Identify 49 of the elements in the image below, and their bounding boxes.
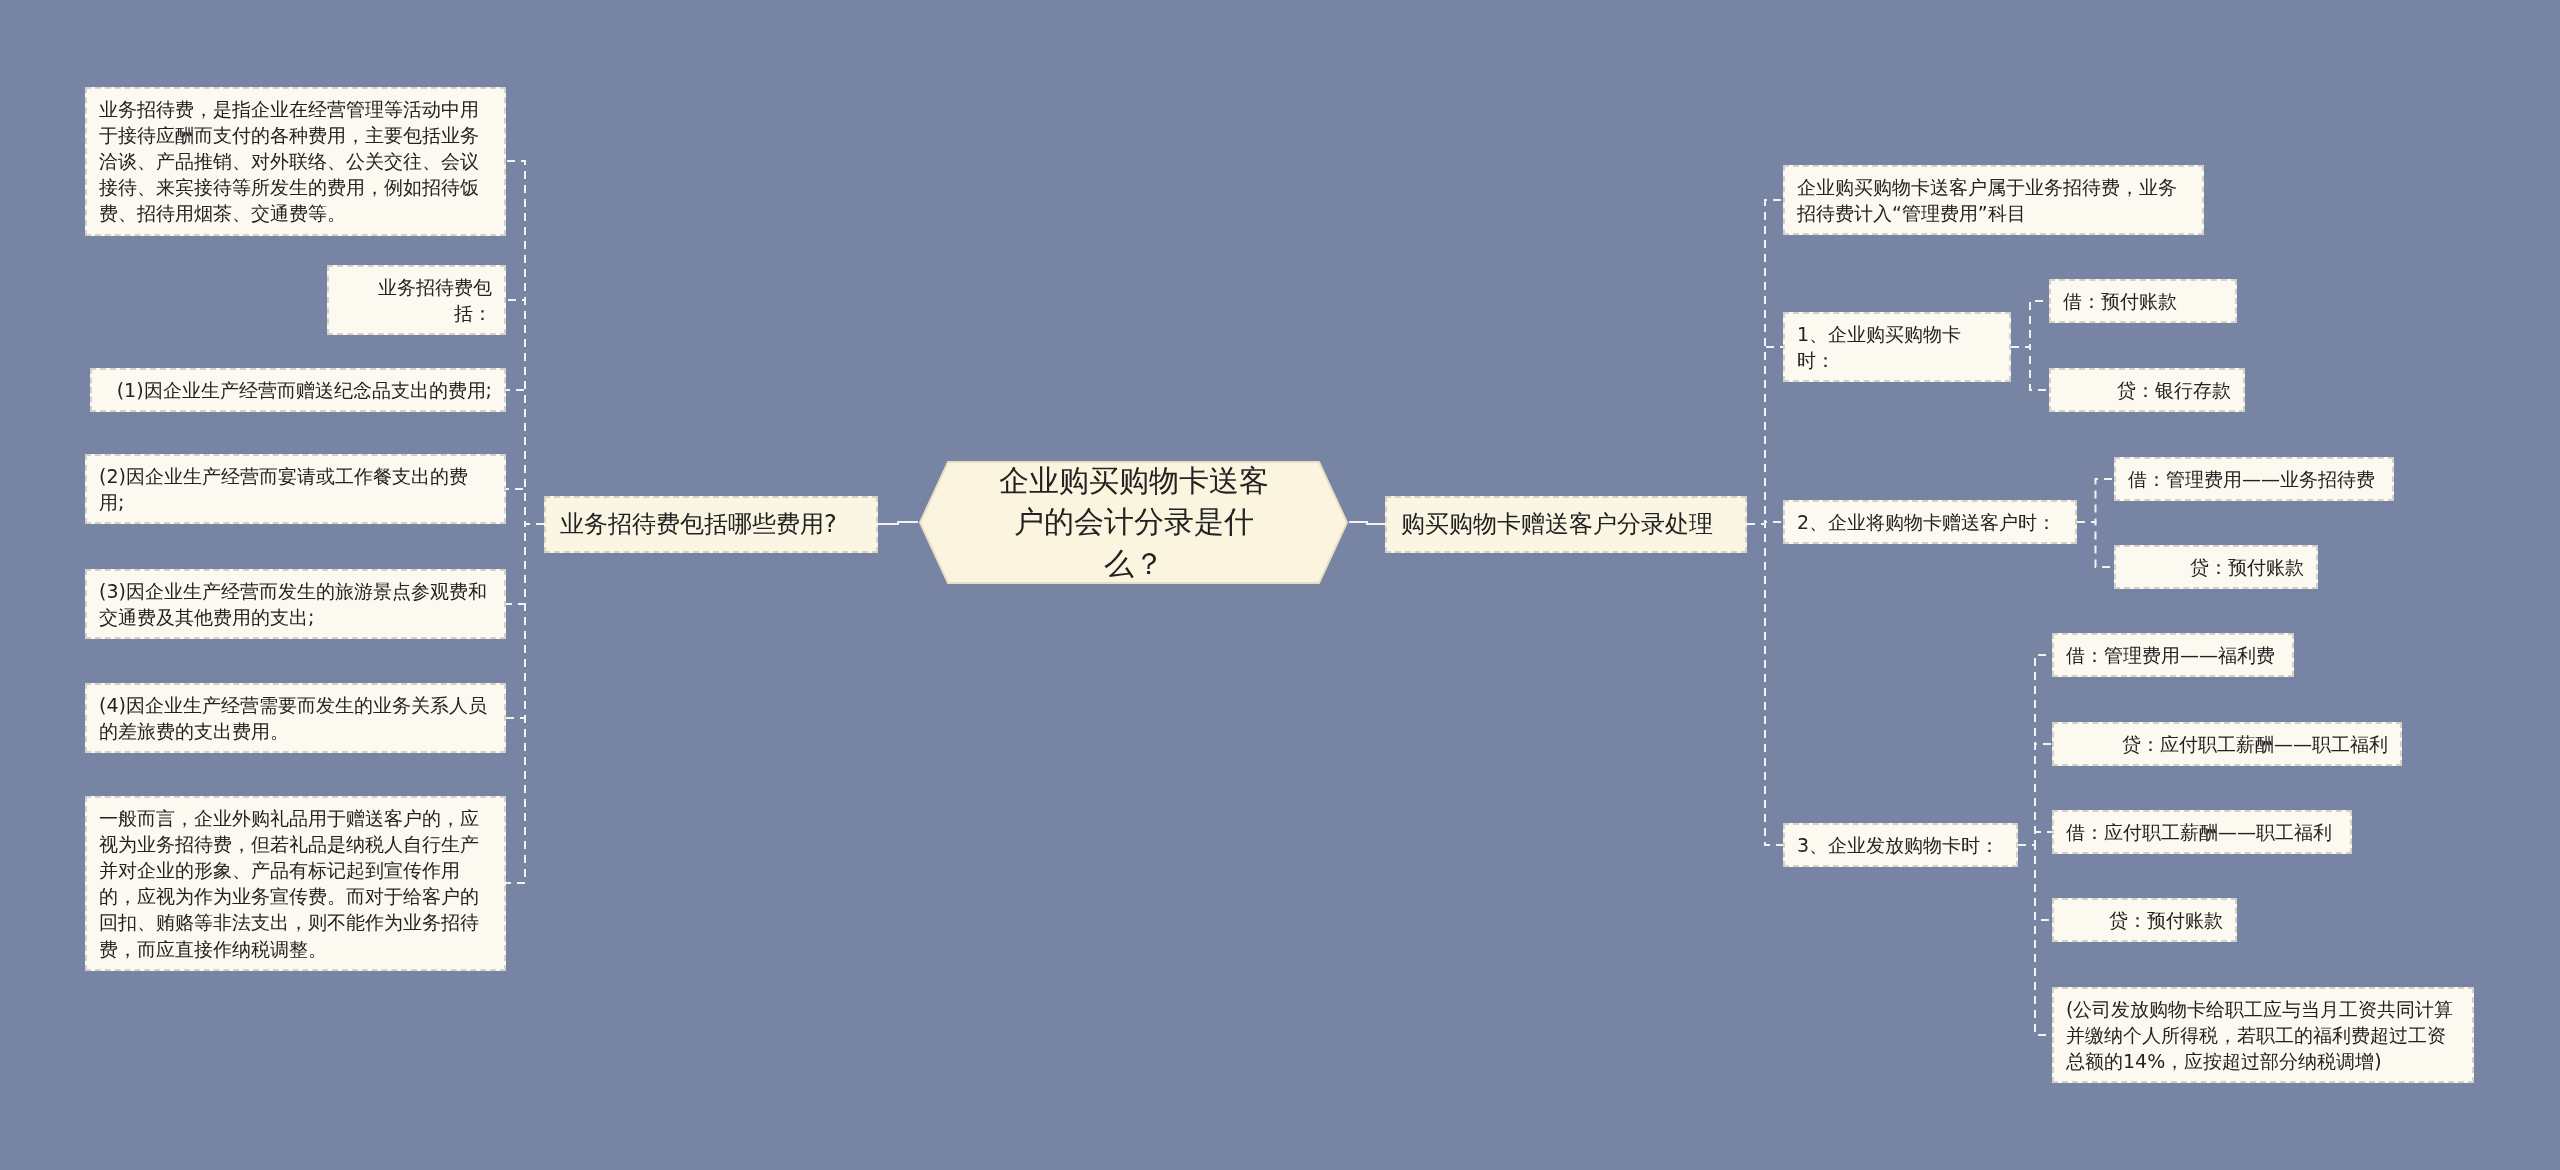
connector-line — [877, 521, 919, 525]
note-box — [1783, 312, 2011, 383]
note-box — [2114, 545, 2318, 590]
note-box — [2052, 986, 2474, 1084]
node-text: 贷：预付账款 — [2189, 555, 2304, 580]
node-text: 业务招待费，是指企业在经营管理等活动中用于接待应酬而支付的各种费用，主要包括业务洽谈、产品推销、对外联络、公关交往、会议接待、来宾接待等所发生的费用，例如招待饭费、招待用烟茶、交通费等。 — [99, 96, 480, 227]
note-box — [85, 795, 506, 971]
note-box — [2114, 457, 2394, 502]
node-text: 借：管理费用——福利费 — [2066, 643, 2276, 668]
note-box — [85, 454, 506, 525]
node-text: (1)因企业生产经营而赠送纪念品支出的费用; — [115, 378, 492, 403]
note-box — [2052, 898, 2237, 943]
note-box — [85, 569, 506, 640]
node-text: 借：应付职工薪酬——职工福利 — [2066, 820, 2333, 845]
note-box — [2052, 633, 2294, 678]
connector-line — [1348, 521, 1386, 525]
node-text: 借：管理费用——业务招待费 — [2128, 467, 2376, 492]
node-text: 2、企业将购物卡赠送客户时： — [1797, 510, 2058, 535]
note-box — [1783, 500, 2077, 545]
note-box — [2052, 722, 2402, 767]
node-text: 一般而言，企业外购礼品用于赠送客户的，应视为业务招待费，但若礼品是纳税人自行生产并对企业的形象、产品有标记起到宣传作用的，应视为作为业务宣传费。而对于给客户的回扣、贿赂等非法支出，则不能作为业务招待费，而应直接作纳税调整。 — [99, 805, 480, 962]
note-box — [2049, 279, 2237, 324]
note-box — [1783, 165, 2204, 236]
topic-box — [544, 495, 878, 553]
node-text: 业务招待费包括： — [377, 275, 492, 327]
node-text: 业务招待费包括哪些费用? — [560, 508, 838, 540]
node-text: 借：预付账款 — [2063, 289, 2178, 314]
node-text: 1、企业购买购物卡时： — [1797, 322, 1963, 374]
note-box — [90, 368, 506, 413]
note-box — [2049, 368, 2245, 413]
node-text: (4)因企业生产经营需要而发生的业务关系人员的差旅费的支出费用。 — [99, 693, 488, 745]
connector-line — [1746, 523, 1784, 846]
node-text: 贷：应付职工薪酬——职工福利 — [2121, 732, 2388, 757]
topic-box — [1385, 495, 1747, 553]
node-text: (3)因企业生产经营而发生的旅游景点参观费和交通费及其他费用的支出; — [99, 579, 488, 631]
central-topic — [918, 459, 1349, 585]
note-box — [327, 265, 506, 336]
node-text: 贷：预付账款 — [2108, 908, 2223, 933]
node-text: 企业购买购物卡送客户属于业务招待费，业务招待费计入“管理费用”科目 — [1797, 175, 2178, 227]
note-box — [85, 683, 506, 754]
node-text: 贷：银行存款 — [2116, 378, 2231, 403]
node-text: (2)因企业生产经营而宴请或工作餐支出的费用; — [99, 464, 469, 516]
note-box — [85, 86, 506, 236]
node-text: 企业购买购物卡送客户的会计分录是什么？ — [997, 461, 1270, 583]
node-text: (公司发放购物卡给职工应与当月工资共同计算并缴纳个人所得税，若职工的福利费超过工资总额的14%，应按超过部分纳税调增) — [2066, 996, 2455, 1074]
note-box — [1783, 823, 2018, 868]
node-text: 3、企业发放购物卡时： — [1797, 833, 2001, 858]
note-box — [2052, 810, 2352, 855]
node-text: 购买购物卡赠送客户分录处理 — [1401, 508, 1714, 540]
